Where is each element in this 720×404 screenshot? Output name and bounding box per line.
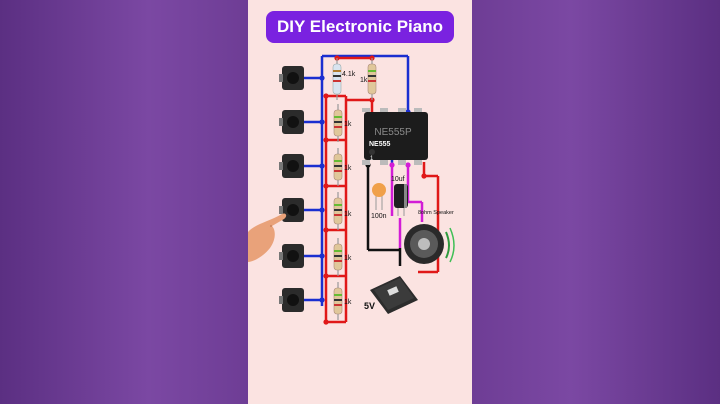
resistor-label: 1k xyxy=(360,77,368,84)
resistor xyxy=(333,148,343,186)
chip-name: NE555 xyxy=(369,141,391,148)
ceramic-capacitor xyxy=(372,183,386,210)
resistor-label: 1k xyxy=(344,299,352,306)
resistor-label: 1k xyxy=(344,165,352,172)
resistor xyxy=(333,192,343,230)
battery-icon xyxy=(370,276,418,314)
resistor-label: 4.1k xyxy=(342,71,356,78)
push-button xyxy=(279,288,304,312)
resistor-label: 1k xyxy=(344,211,352,218)
chip-marking: NE555P xyxy=(374,127,412,138)
resistor-label: 1k xyxy=(344,255,352,262)
electrolytic-capacitor-label: 10uf xyxy=(391,176,405,183)
resistor xyxy=(367,58,377,100)
positive-wires xyxy=(324,56,440,324)
pointing-hand-icon xyxy=(248,213,287,262)
push-button xyxy=(279,198,304,222)
push-button xyxy=(279,110,304,134)
left-background xyxy=(0,0,248,404)
ground-wires xyxy=(366,165,402,266)
speaker-label: 8ohm Speaker xyxy=(418,210,454,216)
push-button xyxy=(279,244,304,268)
resistor xyxy=(333,282,343,320)
resistors xyxy=(332,58,377,320)
battery-label: 5V xyxy=(364,301,375,311)
right-background xyxy=(472,0,720,404)
resistor-label: 1k xyxy=(344,121,352,128)
speaker-icon xyxy=(404,224,455,264)
push-button xyxy=(279,154,304,178)
chip-pin1-label: 1 xyxy=(370,156,374,162)
page-title: DIY Electronic Piano xyxy=(266,11,454,43)
resistor xyxy=(333,238,343,276)
resistor xyxy=(332,58,342,100)
resistor xyxy=(333,104,343,142)
push-button xyxy=(279,66,304,90)
electrolytic-capacitor xyxy=(394,184,408,216)
ceramic-capacitor-label: 100n xyxy=(371,213,387,220)
push-buttons xyxy=(279,66,304,312)
ne555-chip xyxy=(362,108,428,165)
